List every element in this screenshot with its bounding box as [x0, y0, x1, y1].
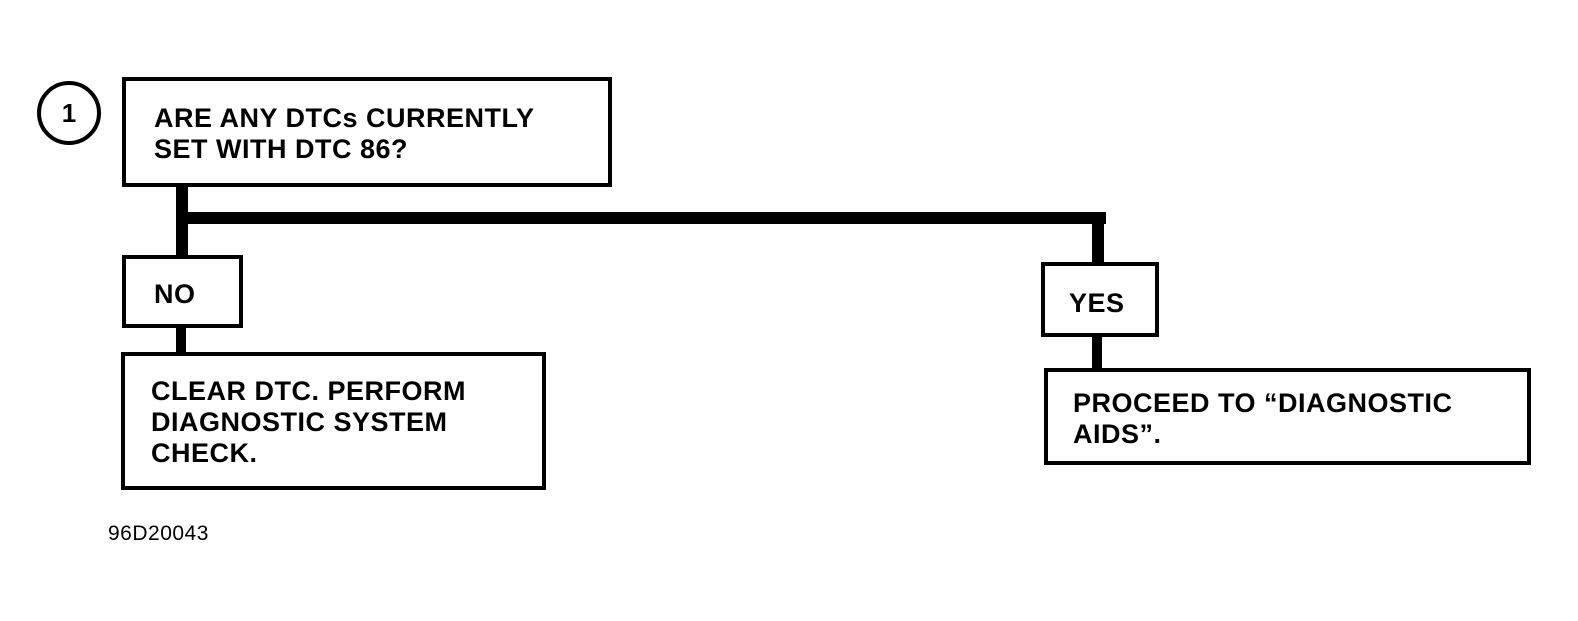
no-label-box: NO	[122, 255, 243, 328]
yes-label: YES	[1069, 288, 1125, 318]
no-action-text: CLEAR DTC. PERFORM DIAGNOSTIC SYSTEM CHE…	[151, 376, 466, 468]
step-number-circle: 1	[37, 81, 101, 145]
connector-no-to-action	[176, 326, 186, 356]
yes-action-box: PROCEED TO “DIAGNOSTIC AIDS”.	[1044, 368, 1531, 465]
connector-yes-down	[1092, 212, 1104, 264]
no-action-box: CLEAR DTC. PERFORM DIAGNOSTIC SYSTEM CHE…	[121, 352, 546, 490]
step-number: 1	[61, 97, 77, 128]
no-label: NO	[154, 279, 196, 309]
figure-id: 96D20043	[108, 522, 209, 545]
connector-horizontal	[176, 212, 1106, 224]
yes-label-box: YES	[1041, 262, 1159, 337]
yes-action-text: PROCEED TO “DIAGNOSTIC AIDS”.	[1073, 388, 1453, 449]
connector-yes-to-action	[1092, 335, 1102, 371]
question-text: ARE ANY DTCs CURRENTLY SET WITH DTC 86?	[154, 103, 535, 164]
question-box: ARE ANY DTCs CURRENTLY SET WITH DTC 86?	[122, 77, 612, 187]
